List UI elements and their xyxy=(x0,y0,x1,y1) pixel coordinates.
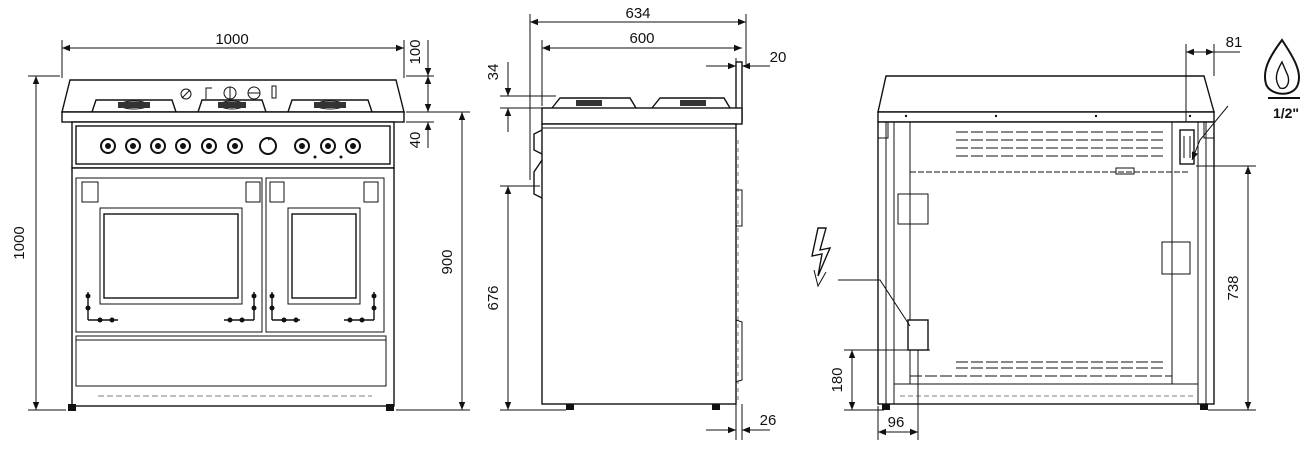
lightning-icon xyxy=(811,227,832,288)
foot-offset-label: 26 xyxy=(760,412,777,429)
electric-height-label: 180 xyxy=(829,367,846,392)
panel-height-label: 40 xyxy=(407,132,424,149)
door-handles xyxy=(85,292,377,323)
hob-height-label: 100 xyxy=(407,39,424,64)
gas-offset-label: 81 xyxy=(1226,34,1243,51)
front-view: 1000 1000 100 40 900 xyxy=(11,31,470,411)
plinth-height-label: 676 xyxy=(485,285,502,310)
rear-vents xyxy=(910,131,1172,377)
backguard-label: 20 xyxy=(770,49,787,66)
front-width-label: 1000 xyxy=(215,31,248,48)
side-view: 634 600 20 34 676 26 xyxy=(485,5,786,440)
burner-height-label: 34 xyxy=(485,64,502,81)
cooking-height-label: 900 xyxy=(439,249,456,274)
electric-offset-label: 96 xyxy=(888,414,905,431)
knobs xyxy=(100,137,361,159)
front-height-label: 1000 xyxy=(11,226,28,259)
flame-icon xyxy=(1264,38,1300,99)
gas-height-label: 738 xyxy=(1225,275,1242,300)
body-depth-label: 600 xyxy=(629,30,654,47)
gas-connection-label: 1/2" xyxy=(1273,105,1299,121)
control-symbols xyxy=(180,85,277,100)
front-burners xyxy=(91,99,373,113)
rear-view: 1/2" 81 738 180 96 xyxy=(811,34,1300,440)
total-depth-label: 634 xyxy=(625,5,650,22)
